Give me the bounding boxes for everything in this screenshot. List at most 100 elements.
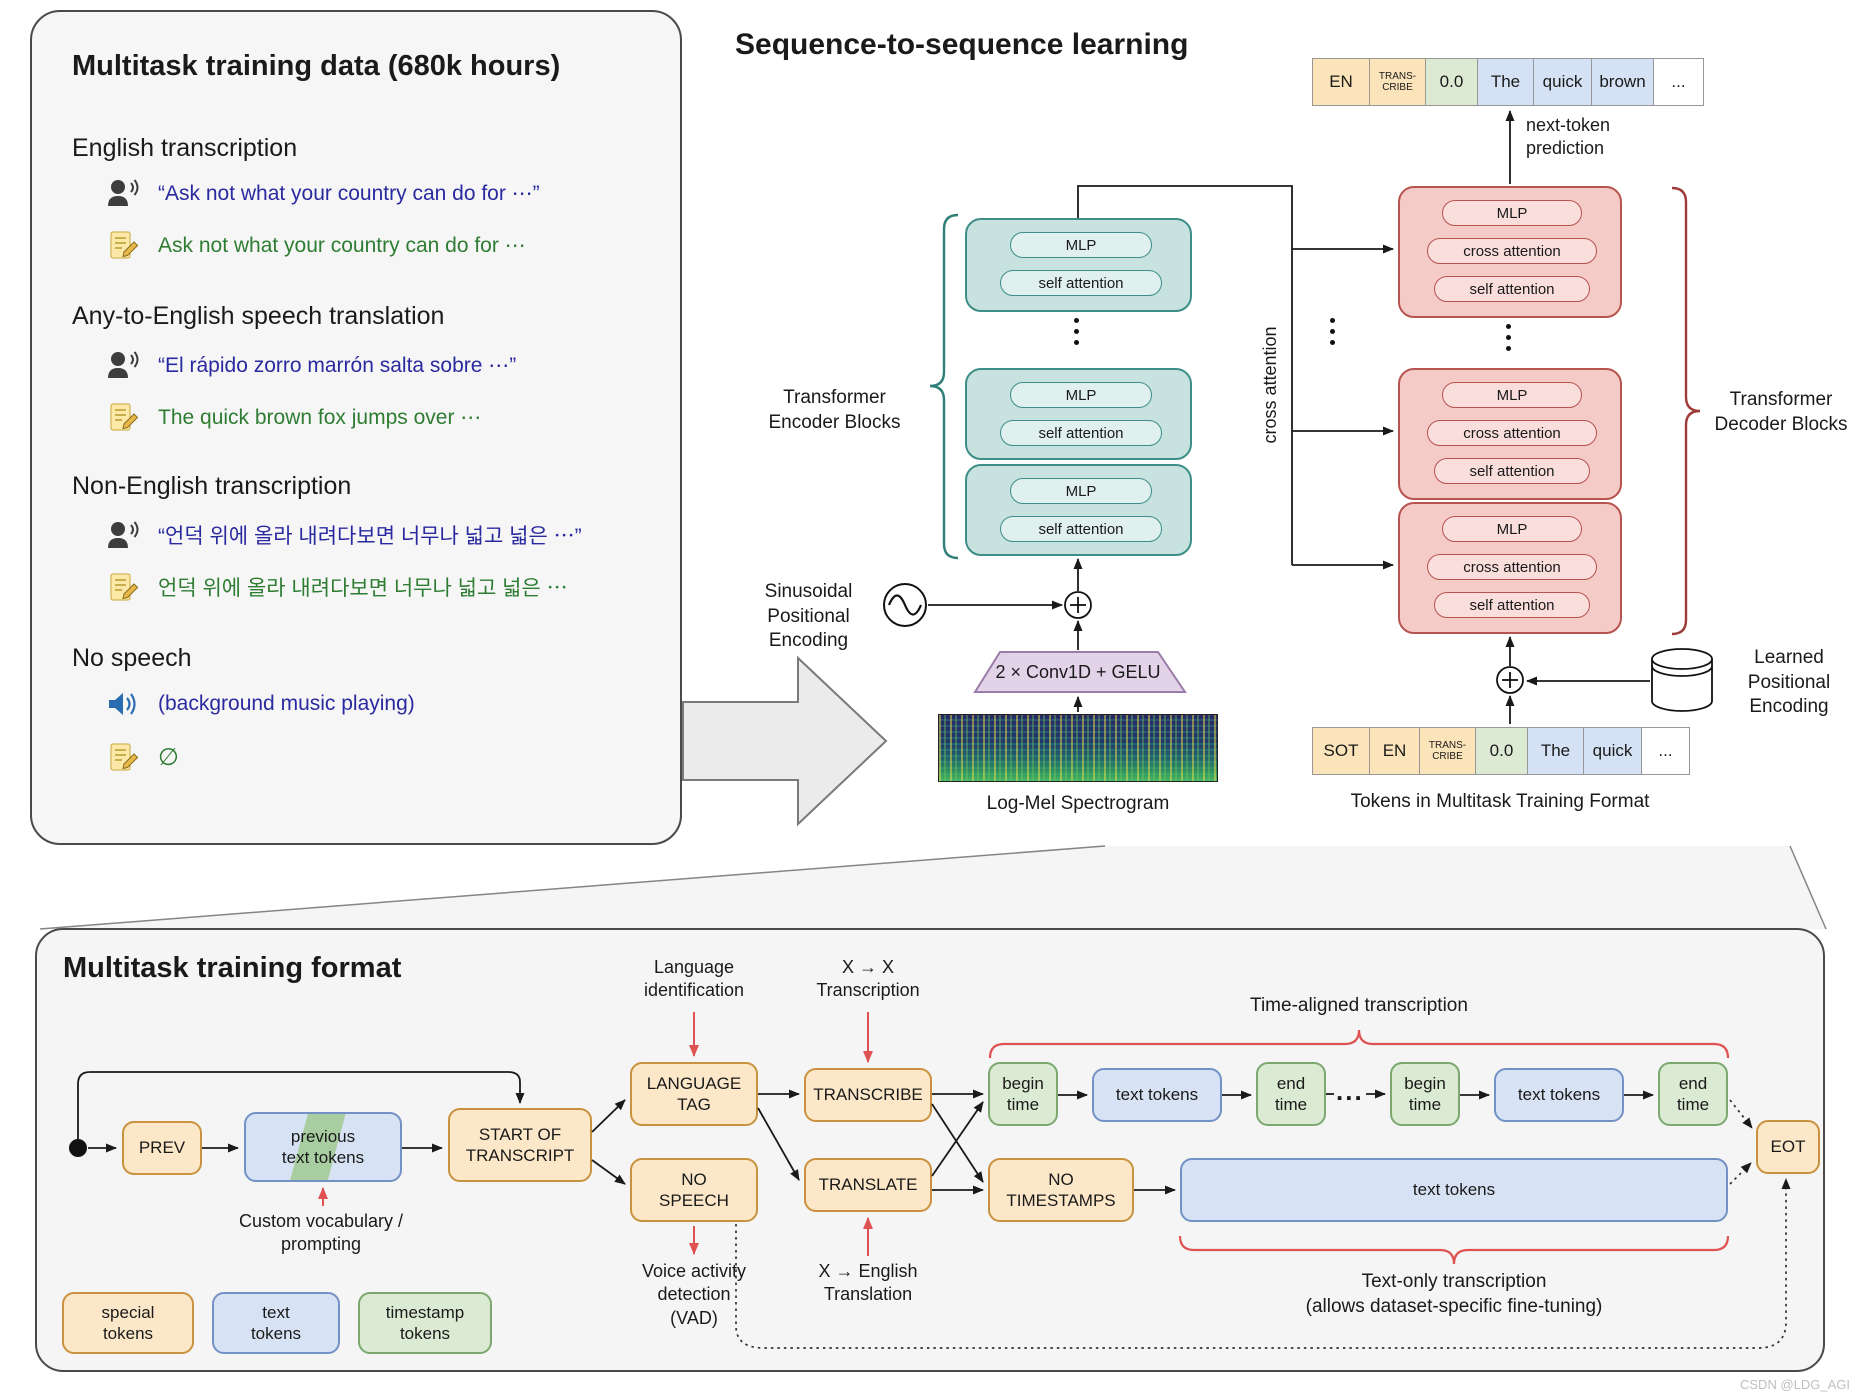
- self-attention-bar: self attention: [1434, 592, 1590, 618]
- transcribe-node: TRANSCRIBE: [804, 1068, 932, 1122]
- legend-text-tokens: text tokens: [212, 1292, 340, 1354]
- mlp-bar: MLP: [1010, 232, 1152, 258]
- tokens-caption: Tokens in Multitask Training Format: [1350, 791, 1650, 812]
- eot-node: EOT: [1756, 1120, 1820, 1174]
- speaking-head-icon: [104, 350, 142, 380]
- token-cell: EN: [1369, 728, 1419, 774]
- note-pencil-icon: [104, 742, 142, 772]
- start-of-transcript-node: START OF TRANSCRIPT: [448, 1108, 592, 1182]
- encoder-blocks-label: Transformer Encoder Blocks: [768, 387, 901, 433]
- mlp-bar: MLP: [1442, 382, 1582, 408]
- self-attention-bar: self attention: [1434, 458, 1590, 484]
- token-cell: The: [1477, 59, 1533, 105]
- token-cell: ...: [1653, 59, 1703, 105]
- format-title: Multitask training format: [63, 952, 402, 984]
- cross-attention-bar: cross attention: [1427, 238, 1597, 264]
- note-pencil-icon: [104, 230, 142, 260]
- xx-transcription-annotation: X → X Transcription: [816, 957, 920, 1001]
- token-cell: brown: [1591, 59, 1653, 105]
- mlp-bar: MLP: [1442, 516, 1582, 542]
- transcript-example-row: Ask not what your country can do for ⋯: [104, 230, 526, 260]
- mlp-bar: MLP: [1010, 478, 1152, 504]
- legend-special-tokens: special tokens: [62, 1292, 194, 1354]
- no-speech-node: NO SPEECH: [630, 1158, 758, 1222]
- cross-attention-column-label: cross attention: [1260, 326, 1280, 444]
- section-heading-speech-translation: Any-to-English speech translation: [72, 302, 445, 330]
- self-attention-bar: self attention: [1434, 276, 1590, 302]
- training-data-panel: Multitask training data (680k hours) Eng…: [30, 10, 682, 845]
- sequence-ellipsis: ...: [1336, 1076, 1364, 1106]
- decoder-block: MLP cross attention self attention: [1398, 186, 1622, 318]
- section-heading-no-speech: No speech: [72, 644, 192, 672]
- token-cell: quick: [1583, 728, 1641, 774]
- begin-time-node: begin time: [1390, 1062, 1460, 1126]
- token-cell: EN: [1313, 59, 1369, 105]
- speaking-head-icon: [104, 520, 142, 550]
- translate-node: TRANSLATE: [804, 1158, 932, 1212]
- text-only-annotation: Text-only transcription (allows dataset-…: [1305, 1271, 1603, 1317]
- audio-example-row: (background music playing): [104, 690, 415, 718]
- audio-quote: (background music playing): [158, 692, 415, 715]
- decoder-repeat-dots: [1506, 324, 1511, 329]
- encoder-block: MLP self attention: [965, 368, 1192, 460]
- audio-quote: “Ask not what your country can do for ⋯”: [158, 181, 540, 205]
- token-cell: quick: [1533, 59, 1591, 105]
- token-cell: TRANS- CRIBE: [1419, 728, 1475, 774]
- transcript-example-row: The quick brown fox jumps over ⋯: [104, 402, 481, 432]
- transcript-example-row: 언덕 위에 올라 내려다보면 너무나 넓고 넓은 ⋯: [104, 572, 568, 602]
- next-token-prediction-label: next-token prediction: [1526, 115, 1611, 159]
- encoder-block: MLP self attention: [965, 464, 1192, 556]
- loudspeaker-icon: [104, 690, 142, 718]
- token-cell: SOT: [1313, 728, 1369, 774]
- time-aligned-annotation: Time-aligned transcription: [1250, 995, 1468, 1016]
- transcript-example-row: ∅: [104, 742, 179, 772]
- audio-quote: “El rápido zorro marrón salta sobre ⋯”: [158, 353, 517, 377]
- transcript-text: 언덕 위에 올라 내려다보면 너무나 넓고 넓은 ⋯: [158, 577, 568, 600]
- audio-example-row: “El rápido zorro marrón salta sobre ⋯”: [104, 350, 516, 380]
- cross-attention-bar: cross attention: [1427, 554, 1597, 580]
- speaking-head-icon: [104, 178, 142, 208]
- end-time-node: end time: [1256, 1062, 1326, 1126]
- token-cell: The: [1527, 728, 1583, 774]
- self-attention-bar: self attention: [1000, 420, 1162, 446]
- decoder-blocks-label: Transformer Decoder Blocks: [1714, 389, 1848, 435]
- spectrogram-caption: Log-Mel Spectrogram: [986, 793, 1170, 814]
- audio-example-row: “Ask not what your country can do for ⋯”: [104, 178, 540, 208]
- cross-attention-repeat-dots: [1330, 318, 1335, 323]
- token-cell: 0.0: [1425, 59, 1477, 105]
- no-timestamps-node: NO TIMESTAMPS: [988, 1158, 1134, 1222]
- mlp-bar: MLP: [1442, 200, 1582, 226]
- decoder-block: MLP cross attention self attention: [1398, 368, 1622, 500]
- x-english-translation-annotation: X → English Translation: [818, 1261, 918, 1305]
- encoder-block: MLP self attention: [965, 218, 1192, 312]
- encoder-repeat-dots: [1074, 318, 1079, 323]
- prev-node: PREV: [122, 1121, 202, 1175]
- token-cell: 0.0: [1475, 728, 1527, 774]
- transcript-text: The quick brown fox jumps over ⋯: [158, 405, 482, 429]
- audio-quote: “언덕 위에 올라 내려다보면 너무나 넓고 넓은 ⋯”: [158, 525, 582, 548]
- watermark: CSDN @LDG_AGI: [1740, 1377, 1850, 1392]
- seq2seq-title: Sequence-to-sequence learning: [735, 28, 1189, 61]
- note-pencil-icon: [104, 572, 142, 602]
- section-heading-english-transcription: English transcription: [72, 134, 298, 162]
- learned-positional-encoding-label: Learned Positional Encoding: [1747, 647, 1831, 718]
- input-token-row: SOT EN TRANS- CRIBE 0.0 The quick ...: [1312, 727, 1690, 775]
- legend-timestamp-tokens: timestamp tokens: [358, 1292, 492, 1354]
- sinusoidal-positional-encoding-label: Sinusoidal Positional Encoding: [764, 581, 853, 652]
- language-tag-node: LANGUAGE TAG: [630, 1062, 758, 1126]
- text-tokens-node: text tokens: [1092, 1068, 1222, 1122]
- output-token-row: EN TRANS- CRIBE 0.0 The quick brown ...: [1312, 58, 1704, 106]
- vad-annotation: Voice activity detection (VAD): [641, 1261, 747, 1328]
- custom-vocabulary-annotation: Custom vocabulary / prompting: [238, 1211, 404, 1255]
- begin-time-node: begin time: [988, 1062, 1058, 1126]
- previous-text-tokens-node: previous text tokens: [244, 1112, 402, 1182]
- transcript-text: Ask not what your country can do for ⋯: [158, 233, 526, 257]
- note-pencil-icon: [104, 402, 142, 432]
- decoder-block: MLP cross attention self attention: [1398, 502, 1622, 634]
- text-tokens-wide-node: text tokens: [1180, 1158, 1728, 1222]
- end-time-node: end time: [1658, 1062, 1728, 1126]
